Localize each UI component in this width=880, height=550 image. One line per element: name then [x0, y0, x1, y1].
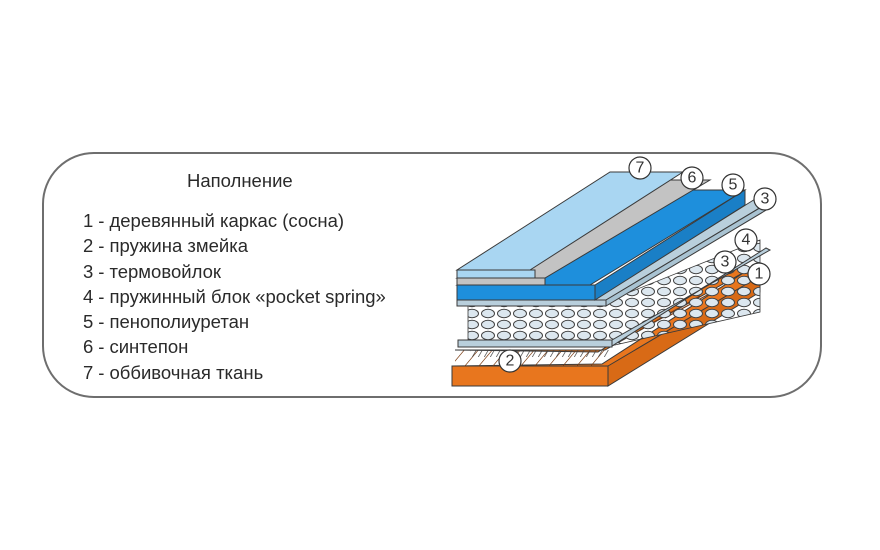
layer-zigzag-spring	[470, 350, 610, 357]
legend-item: 1-деревянный каркас (сосна)	[83, 210, 345, 231]
callout-3-top: 3	[753, 187, 777, 211]
layer-fabric	[455, 171, 685, 279]
svg-text:6: 6	[688, 170, 697, 187]
legend-item: 6-синтепон	[83, 336, 189, 358]
callout-6: 6	[680, 166, 704, 190]
legend-item: 5-пенополиуретан	[83, 311, 250, 333]
callout-4: 4	[734, 228, 758, 252]
svg-text:3: 3	[721, 254, 730, 271]
callout-1: 1	[747, 262, 771, 286]
callout-2: 2	[498, 349, 522, 373]
legend-item: 2-пружина змейка	[83, 235, 248, 257]
legend-item: 7-оббивочная ткань	[83, 361, 264, 383]
mattress-layers-illustration: 7 6 5 3 4 3 1 2	[451, 156, 777, 387]
callout-5: 5	[721, 173, 745, 197]
callout-3-bottom: 3	[713, 250, 737, 274]
legend-item: 4-пружинный блок «pocket spring»	[83, 285, 386, 307]
diagram-title: Наполнение	[187, 170, 293, 191]
legend-item: 3-термовойлок	[83, 260, 221, 282]
svg-text:1: 1	[755, 266, 764, 283]
svg-text:2: 2	[506, 353, 515, 370]
svg-text:7: 7	[636, 160, 645, 177]
callout-7: 7	[628, 156, 652, 180]
svg-text:5: 5	[729, 177, 738, 194]
svg-text:4: 4	[742, 232, 751, 249]
layer-legend: 1-деревянный каркас (сосна) 2-пружина зм…	[83, 208, 386, 385]
svg-text:3: 3	[761, 191, 770, 208]
